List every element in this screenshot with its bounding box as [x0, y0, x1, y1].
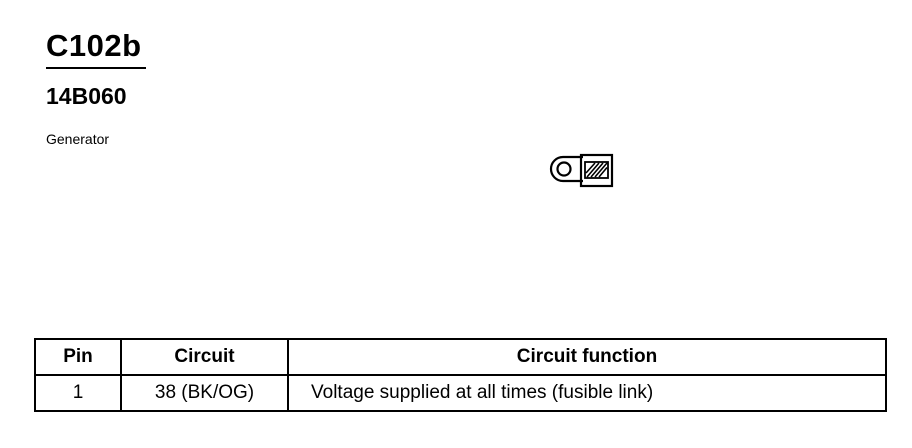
header-circuit: Circuit	[120, 338, 289, 376]
cell-circuit: 38 (BK/OG)	[120, 374, 289, 412]
table-header-row: Pin Circuit Circuit function	[34, 338, 887, 376]
component-name: Generator	[46, 131, 110, 147]
connector-id: C102b	[46, 28, 142, 63]
part-number: 14B060	[46, 83, 127, 109]
cell-pin: 1	[34, 374, 122, 412]
title-underline	[46, 67, 146, 69]
ring-terminal-connector-icon	[549, 153, 614, 188]
pin-table: Pin Circuit Circuit function 1 38 (BK/OG…	[34, 338, 887, 412]
header-circuit-function: Circuit function	[287, 338, 887, 376]
cell-circuit-function: Voltage supplied at all times (fusible l…	[287, 374, 887, 412]
header-pin: Pin	[34, 338, 122, 376]
table-row: 1 38 (BK/OG) Voltage supplied at all tim…	[34, 374, 887, 412]
